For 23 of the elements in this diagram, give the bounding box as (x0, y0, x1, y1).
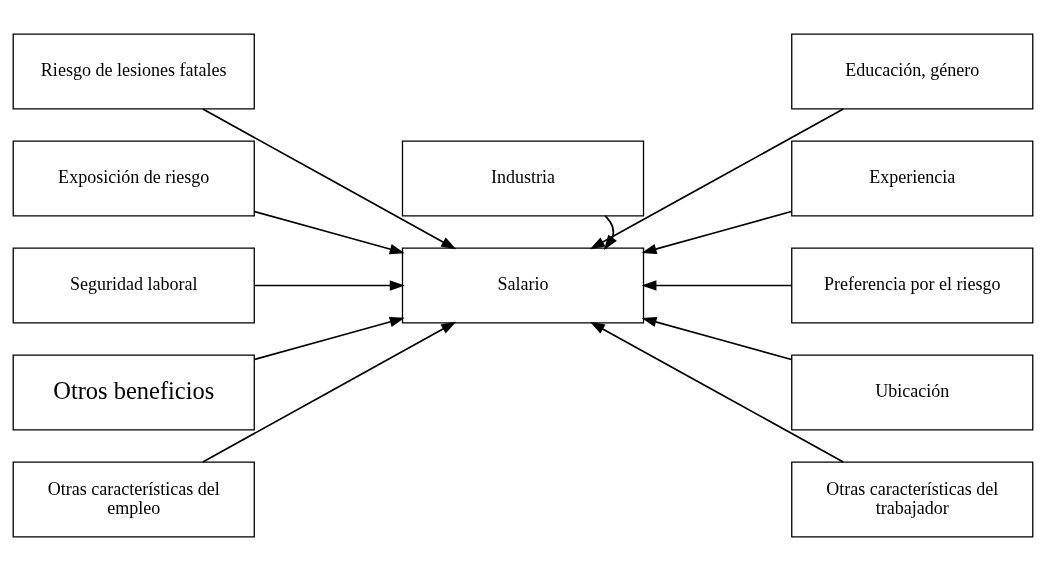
arrow (253, 210, 405, 254)
node-box: Salario (401, 246, 645, 324)
arrow (253, 279, 405, 291)
arrow (603, 214, 617, 250)
arrow (641, 316, 793, 360)
node-box: Otras características del trabajador (791, 460, 1034, 537)
node-box: Preferencia por el riesgo (791, 246, 1034, 324)
node-box: Seguridad laboral (12, 246, 255, 324)
arrow (589, 321, 845, 463)
node-box: Ubicación (791, 353, 1034, 430)
arrow (641, 210, 793, 254)
node-box: Otras características del empleo (12, 460, 255, 537)
node-box: Riesgo de lesiones fatales (12, 33, 255, 110)
node-box: Industria (401, 140, 645, 217)
arrow (202, 321, 457, 463)
arrow (253, 316, 405, 360)
arrow (641, 279, 793, 291)
node-box: Experiencia (791, 140, 1034, 217)
node-box: Exposición de riesgo (12, 140, 255, 217)
arrow (202, 107, 457, 249)
node-box: Educación, género (791, 33, 1034, 110)
arrow (589, 107, 845, 249)
node-box: Otros beneficios (12, 353, 255, 430)
